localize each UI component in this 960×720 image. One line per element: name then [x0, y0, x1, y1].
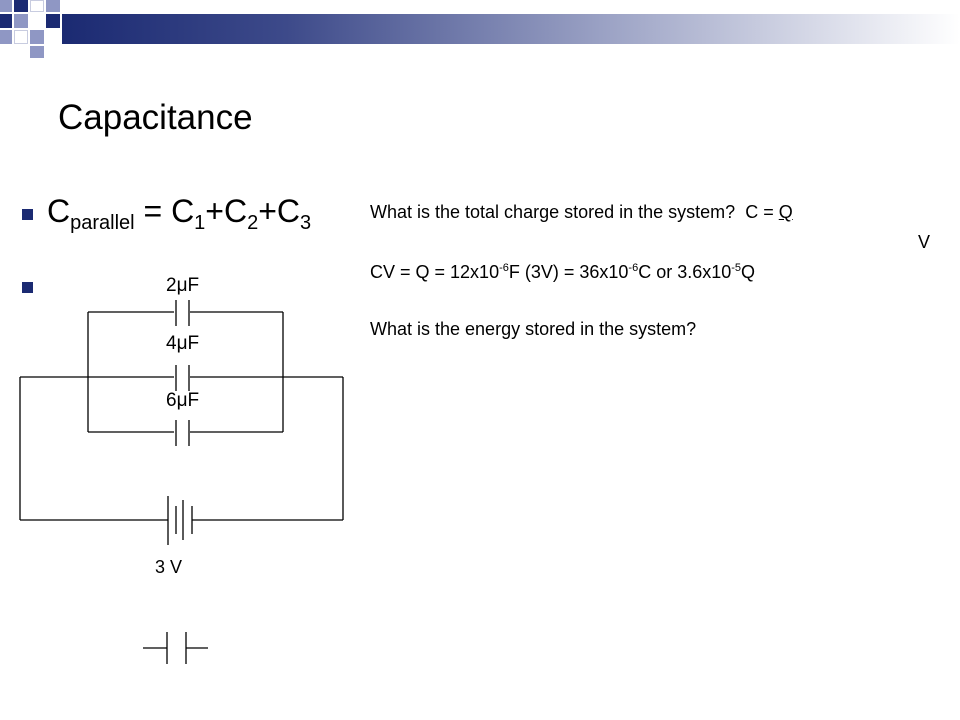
- decor-square: [30, 30, 44, 44]
- decor-square: [46, 14, 60, 28]
- decor-square: [14, 14, 28, 28]
- header-gradient-bar: [62, 14, 960, 44]
- capacitor-label-6uF: 6μF: [166, 390, 200, 411]
- capacitor-label-2uF: 2μF: [166, 275, 200, 296]
- charge-calculation: CV = Q = 12x10-6F (3V) = 36x10-6C or 3.6…: [370, 262, 756, 282]
- decor-square: [14, 30, 28, 44]
- decor-square: [46, 0, 60, 12]
- decor-square: [0, 14, 12, 28]
- decor-square: [30, 0, 44, 12]
- parallel-capacitance-formula: Cparallel = C1+C2+C3: [47, 193, 312, 234]
- header-decoration: [0, 0, 960, 60]
- capacitor-label-4uF: 4μF: [166, 333, 200, 354]
- slide-title: Capacitance: [58, 98, 253, 137]
- capacitance-denominator: V: [918, 232, 931, 252]
- decor-square: [0, 30, 12, 44]
- bullet-marker: [22, 209, 33, 220]
- decor-square: [30, 46, 44, 58]
- decor-square: [14, 0, 28, 12]
- capacitance-numerator: Q: [778, 202, 793, 222]
- question-energy: What is the energy stored in the system?: [370, 319, 697, 339]
- question-total-charge: What is the total charge stored in the s…: [370, 202, 793, 222]
- battery-label: 3 V: [155, 557, 183, 577]
- bullet-marker: [22, 282, 33, 293]
- decor-square: [0, 0, 12, 12]
